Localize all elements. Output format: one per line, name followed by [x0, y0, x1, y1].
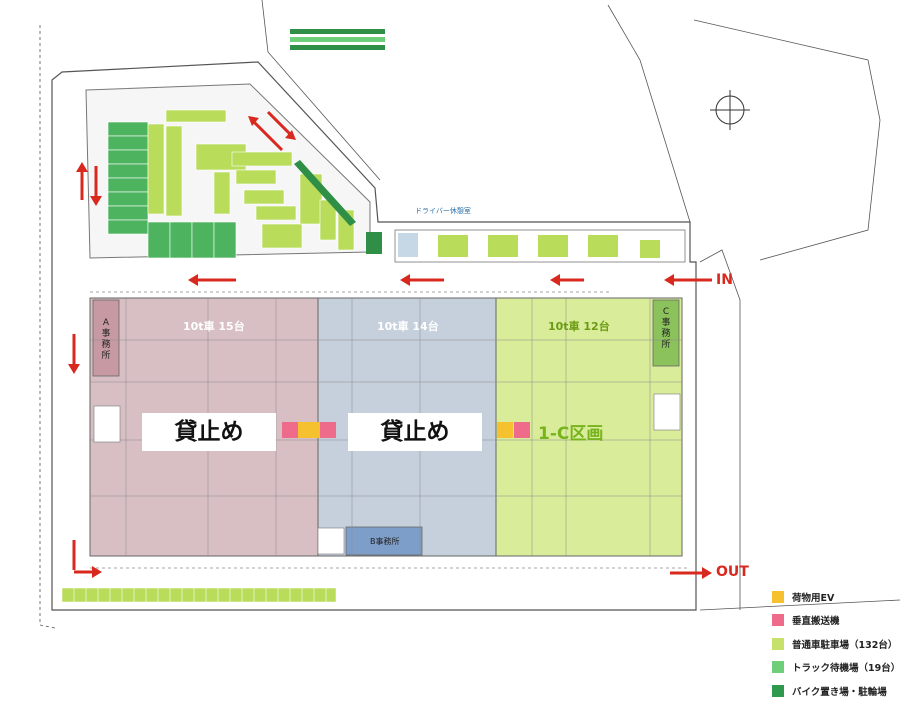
legend-label: 普通車駐車場（132台）: [792, 639, 898, 651]
legend-item: 普通車駐車場（132台）: [772, 632, 921, 656]
freight-elevator-icon: [298, 422, 513, 438]
rented-label-b: 貸止め: [348, 413, 482, 451]
section-label: 1-C区画: [538, 424, 604, 444]
zone-b-label: 10t車 14台: [377, 320, 439, 333]
zone-c-label: 10t車 12台: [548, 320, 610, 333]
legend-swatch-truck-waiting: [772, 661, 784, 674]
bike-parking-diagonal: [294, 160, 382, 254]
legend-label: バイク置き場・駐輪場: [792, 686, 887, 698]
legend-item: バイク置き場・駐輪場: [772, 679, 921, 703]
office-b-label: B事務所: [370, 537, 400, 546]
truck-waiting-area: [107, 121, 237, 259]
zone-a-label: 10t車 15台: [183, 320, 245, 333]
legend-item: 荷物用EV: [772, 585, 921, 609]
legend-swatch-vertical-conveyor: [772, 614, 784, 627]
legend-swatch-bike-parking: [772, 684, 784, 697]
vertical-conveyor-icon: [282, 422, 530, 438]
car-parking-north-strip: [394, 229, 686, 263]
office-a-label: A事務所: [101, 318, 111, 361]
entrance-label: IN: [716, 272, 733, 288]
car-parking-south-strip: [61, 587, 337, 603]
office-c-label: C事務所: [661, 307, 671, 350]
legend-item: 垂直搬送機: [772, 609, 921, 633]
legend-swatch-freight-ev: [772, 590, 784, 603]
legend-swatch-car-parking: [772, 637, 784, 650]
rented-label-a: 貸止め: [142, 413, 276, 451]
legend-label: 垂直搬送機: [792, 616, 840, 628]
legend-item: トラック待機場（19台）: [772, 656, 921, 680]
site-outline: [39, 0, 901, 629]
bike-parking-top: [290, 29, 385, 50]
legend-label: 荷物用EV: [792, 592, 835, 604]
north-compass-icon: [710, 90, 750, 130]
legend: 荷物用EV 垂直搬送機 普通車駐車場（132台） トラック待機場（19台） バイ…: [772, 585, 921, 703]
traffic-arrows: [68, 110, 712, 579]
driver-room-label: ドライバー休憩室: [415, 207, 471, 215]
exit-label: OUT: [716, 564, 749, 580]
legend-label: トラック待機場（19台）: [792, 663, 901, 675]
upper-parking-lot: [85, 83, 382, 259]
